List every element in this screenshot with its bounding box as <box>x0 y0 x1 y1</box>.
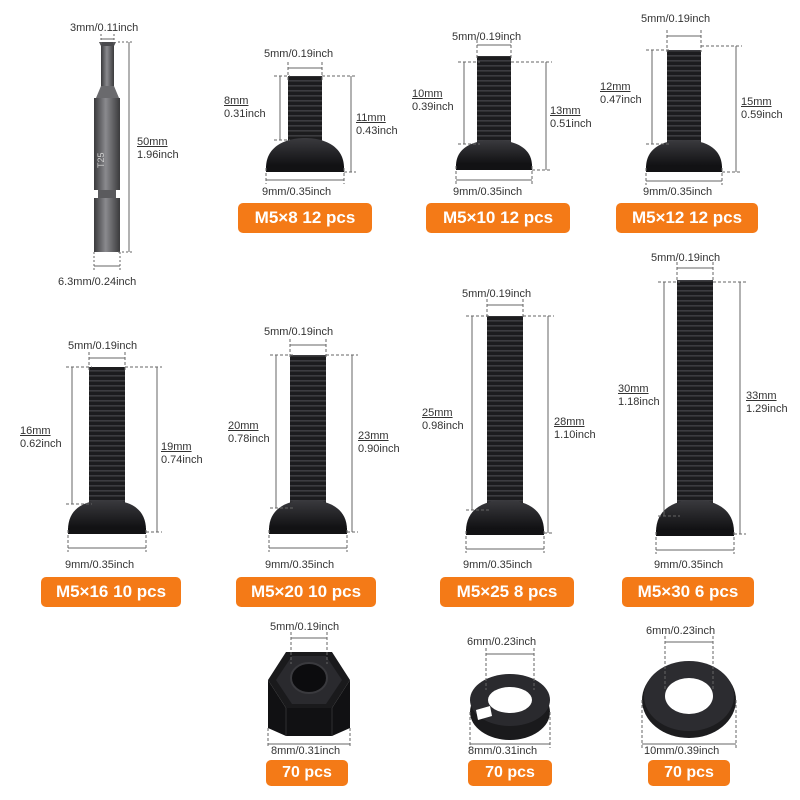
screw-m5x20-thread-inch: 0.78inch <box>228 433 270 445</box>
screw-m5x16-head-label: 9mm/0.35inch <box>65 559 135 571</box>
flat-washer-badge: 70 pcs <box>648 760 730 786</box>
screw-m5x30-drawing <box>656 280 734 536</box>
flat-washer-drawing <box>642 661 736 738</box>
screw-m5x8-badge: M5×8 12 pcs <box>238 203 372 233</box>
flat-washer-dimension-lines <box>641 636 737 748</box>
screw-m5x20-total-inch: 0.90inch <box>358 443 400 455</box>
screw-m5x10-thread-inch: 0.39inch <box>412 101 454 113</box>
screw-m5x25-head-label: 9mm/0.35inch <box>463 559 533 571</box>
screw-m5x25-thread-mm: 25mm <box>422 407 453 419</box>
hex-nut-dimension-lines <box>267 632 351 748</box>
screw-m5x25-drawing <box>466 316 544 535</box>
screw-m5x25-thread-inch: 0.98inch <box>422 420 464 432</box>
screw-m5x16-thread-inch: 0.62inch <box>20 438 62 450</box>
screw-m5x8-drawing <box>266 76 344 172</box>
screw-m5x30-total-mm: 33mm <box>746 390 777 402</box>
hex-nut-top-label: 5mm/0.19inch <box>270 621 340 633</box>
screw-m5x20-thread-mm: 20mm <box>228 420 259 432</box>
flat-washer-width-label: 10mm/0.39inch <box>644 745 720 757</box>
bit-hex-width-label: 6.3mm/0.24inch <box>58 276 137 288</box>
screw-m5x10-badge: M5×10 12 pcs <box>426 203 570 233</box>
screw-m5x30-thread-inch: 1.18inch <box>618 396 660 408</box>
spring-washer-drawing <box>470 674 550 740</box>
screw-m5x10-dimension-lines <box>455 40 552 184</box>
driver-bit-marking: T25 <box>96 152 106 168</box>
spring-washer-width-label: 8mm/0.31inch <box>468 745 538 757</box>
screw-m5x25-dimension-lines <box>465 299 554 553</box>
bit-length-mm-label: 50mm <box>137 136 168 148</box>
bit-dimension-lines <box>93 34 132 270</box>
screw-m5x12-total-mm: 15mm <box>741 96 772 108</box>
bit-length-inch-label: 1.96inch <box>137 149 179 161</box>
screw-m5x10-thread-mm: 10mm <box>412 88 443 100</box>
screw-m5x20-dimension-lines <box>268 339 358 552</box>
screw-m5x20-head-label: 9mm/0.35inch <box>265 559 335 571</box>
screw-m5x30-thread-mm: 30mm <box>618 383 649 395</box>
screw-m5x8-thread-mm: 8mm <box>224 95 249 107</box>
screw-m5x16-top-label: 5mm/0.19inch <box>68 340 138 352</box>
driver-bit <box>94 42 120 252</box>
hex-nut-drawing <box>268 652 350 736</box>
screw-m5x10-total-inch: 0.51inch <box>550 118 592 130</box>
screw-m5x25-top-label: 5mm/0.19inch <box>462 288 532 300</box>
spring-washer-top-label: 6mm/0.23inch <box>467 636 537 648</box>
screw-m5x12-dimension-lines <box>645 30 742 185</box>
screw-m5x8-dimension-lines <box>265 62 356 184</box>
screw-m5x12-thread-mm: 12mm <box>600 81 631 93</box>
screw-m5x20-total-mm: 23mm <box>358 430 389 442</box>
screw-m5x16-dimension-lines <box>66 352 162 552</box>
hex-nut-width-label: 8mm/0.31inch <box>271 745 341 757</box>
screw-m5x16-total-inch: 0.74inch <box>161 454 203 466</box>
screw-m5x30-total-inch: 1.29inch <box>746 403 788 415</box>
flat-washer-top-label: 6mm/0.23inch <box>646 625 716 637</box>
screw-m5x8-total-inch: 0.43inch <box>356 125 398 137</box>
hex-nut-badge: 70 pcs <box>266 760 348 786</box>
screw-m5x30-top-label: 5mm/0.19inch <box>651 252 721 264</box>
screw-m5x8-top-label: 5mm/0.19inch <box>264 48 334 60</box>
screw-m5x8-head-label: 9mm/0.35inch <box>262 186 332 198</box>
screw-m5x20-badge: M5×20 10 pcs <box>236 577 376 607</box>
screw-m5x12-thread-inch: 0.47inch <box>600 94 642 106</box>
screw-m5x30-head-label: 9mm/0.35inch <box>654 559 724 571</box>
screw-m5x30-badge: M5×30 6 pcs <box>622 577 754 607</box>
screw-m5x12-head-label: 9mm/0.35inch <box>643 186 713 198</box>
screw-m5x12-drawing <box>646 50 722 172</box>
screw-m5x12-top-label: 5mm/0.19inch <box>641 13 711 25</box>
screw-m5x30-dimension-lines <box>655 262 746 554</box>
screw-m5x10-top-label: 5mm/0.19inch <box>452 31 522 43</box>
screw-m5x16-drawing <box>68 367 146 534</box>
screw-m5x8-thread-inch: 0.31inch <box>224 108 266 120</box>
screw-m5x10-drawing <box>456 56 532 170</box>
screw-m5x16-badge: M5×16 10 pcs <box>41 577 181 607</box>
screw-m5x12-badge: M5×12 12 pcs <box>616 203 758 233</box>
screw-m5x16-thread-mm: 16mm <box>20 425 51 437</box>
screw-m5x10-head-label: 9mm/0.35inch <box>453 186 523 198</box>
screw-m5x10-total-mm: 13mm <box>550 105 581 117</box>
screw-m5x25-total-inch: 1.10inch <box>554 429 596 441</box>
spring-washer-badge: 70 pcs <box>468 760 552 786</box>
screw-m5x25-total-mm: 28mm <box>554 416 585 428</box>
screw-m5x16-total-mm: 19mm <box>161 441 192 453</box>
bit-tip-width-label: 3mm/0.11inch <box>70 22 139 34</box>
screw-m5x25-badge: M5×25 8 pcs <box>440 577 574 607</box>
spring-washer-dimension-lines <box>469 648 551 748</box>
screw-m5x20-drawing <box>269 355 347 534</box>
screw-m5x8-total-mm: 11mm <box>356 112 386 124</box>
screw-m5x12-total-inch: 0.59inch <box>741 109 783 121</box>
screw-m5x20-top-label: 5mm/0.19inch <box>264 326 334 338</box>
